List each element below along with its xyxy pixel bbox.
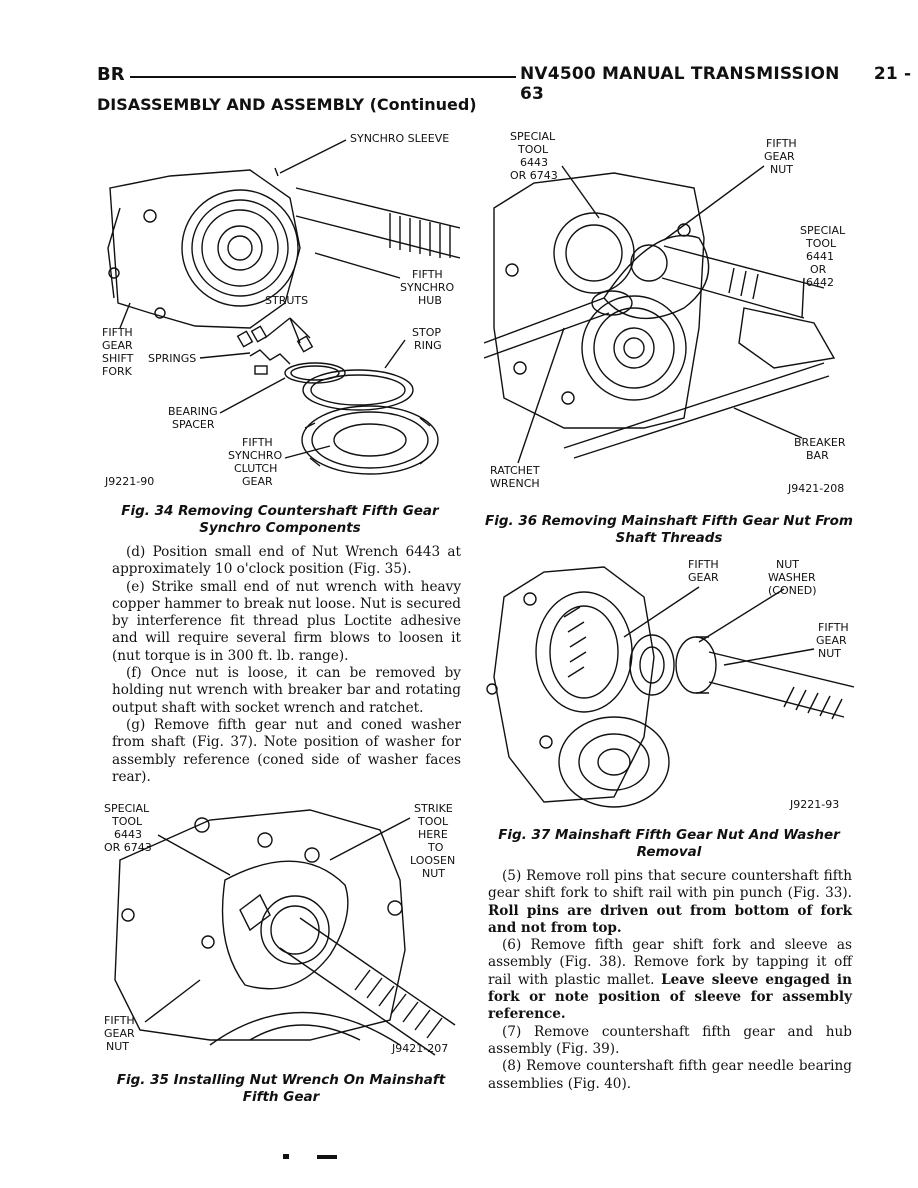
label-special-tool-1: SPECIAL: [510, 130, 556, 143]
header-rule: [130, 76, 516, 78]
figure-36-caption: Fig. 36 Removing Mainshaft Fifth Gear Nu…: [484, 513, 853, 546]
paragraph-e: (e) Strike small end of nut wrench with …: [112, 578, 461, 664]
label-special-tool-6441-5: 6442: [806, 276, 834, 289]
fig37-illustration: FIFTH GEAR NUT WASHER (CONED) FIFTH GEAR…: [486, 558, 854, 811]
label-fifth-gear-nut-2: GEAR: [816, 634, 847, 647]
fig34-labels: SYNCHRO SLEEVE FIFTH SYNCHRO HUB STRUTS …: [102, 132, 455, 488]
label-special-tool-2: TOOL: [111, 815, 143, 828]
figure-35: SPECIAL TOOL 6443 OR 6743 STRIKE TOOL HE…: [100, 800, 462, 1062]
label-clutch-gear-3: CLUTCH: [234, 462, 277, 475]
label-strike-1: STRIKE: [414, 802, 453, 815]
label-fifth-synchro-hub-2: SYNCHRO: [400, 281, 455, 294]
footer-mark: [283, 1154, 289, 1159]
label-ratchet-wrench-1: RATCHET: [490, 464, 540, 477]
header-section-code: BR: [97, 64, 125, 85]
paragraph-g: (g) Remove fifth gear nut and coned wash…: [112, 716, 461, 785]
figure-34: SYNCHRO SLEEVE FIFTH SYNCHRO HUB STRUTS …: [100, 128, 460, 498]
figure-36: SPECIAL TOOL 6443 OR 6743 FIFTH GEAR NUT…: [484, 128, 854, 498]
label-struts: STRUTS: [265, 294, 308, 307]
label-nut-washer-2: WASHER: [768, 571, 816, 584]
label-special-tool-6441-4: OR: [810, 263, 827, 276]
label-clutch-gear-4: GEAR: [242, 475, 273, 488]
fig34-illustration: SYNCHRO SLEEVE FIFTH SYNCHRO HUB STRUTS …: [102, 132, 460, 488]
right-column-text: (5) Remove roll pins that secure counter…: [488, 868, 852, 1093]
left-column-text: (d) Position small end of Nut Wrench 644…: [112, 544, 461, 786]
label-nut-washer-3: (CONED): [768, 584, 817, 597]
fig37-labels: FIFTH GEAR NUT WASHER (CONED) FIFTH GEAR…: [688, 558, 849, 811]
label-nut-1: FIFTH: [104, 1014, 135, 1027]
label-fifth-gear-nut-3: NUT: [770, 163, 793, 176]
figure-code: J9221-93: [789, 798, 839, 811]
paragraph-7: (7) Remove countershaft fifth gear and h…: [488, 1023, 852, 1057]
figure-37-caption: Fig. 37 Mainshaft Fifth Gear Nut And Was…: [498, 827, 840, 860]
label-fifth-gear-nut-3: NUT: [818, 647, 841, 660]
label-special-tool-6441-1: SPECIAL: [800, 224, 846, 237]
label-strike-5: LOOSEN: [410, 854, 455, 867]
label-fifth-gear-shift-fork-2: GEAR: [102, 339, 133, 352]
label-stop-ring-2: RING: [414, 339, 442, 352]
label-strike-4: TO: [427, 841, 444, 854]
paragraph-5-text: (5) Remove roll pins that secure counter…: [488, 868, 852, 902]
fig36-labels: SPECIAL TOOL 6443 OR 6743 FIFTH GEAR NUT…: [490, 130, 846, 495]
figure-code: J9421-208: [787, 482, 844, 495]
label-fifth-gear-nut-2: GEAR: [764, 150, 795, 163]
figure-34-caption: Fig. 34 Removing Countershaft Fifth Gear…: [121, 503, 439, 536]
label-special-tool-6441-2: TOOL: [805, 237, 837, 250]
label-ratchet-wrench-2: WRENCH: [490, 477, 540, 490]
paragraph-6-text: (6) Remove fifth gear shift fork and sle…: [488, 937, 852, 988]
paragraph-6-warning: Leave sleeve engaged in fork or note pos…: [488, 971, 852, 1023]
paragraph-6: (6) Remove fifth gear shift fork and sle…: [488, 937, 852, 1023]
figure-code: J9221-90: [104, 475, 154, 488]
label-strike-3: HERE: [418, 828, 448, 841]
label-fifth-synchro-hub-1: FIFTH: [412, 268, 443, 281]
paragraph-5: (5) Remove roll pins that secure counter…: [488, 868, 852, 937]
label-springs: SPRINGS: [148, 352, 196, 365]
label-clutch-gear-1: FIFTH: [242, 436, 273, 449]
label-fifth-gear-1: FIFTH: [688, 558, 719, 571]
paragraph-d: (d) Position small end of Nut Wrench 644…: [112, 544, 461, 578]
page-number: 21 - 63: [520, 64, 912, 104]
label-fifth-gear-2: GEAR: [688, 571, 719, 584]
label-special-tool-6441-3: 6441: [806, 250, 834, 263]
label-special-tool-1: SPECIAL: [104, 802, 150, 815]
label-fifth-gear-shift-fork-1: FIFTH: [102, 326, 133, 339]
section-title: DISASSEMBLY AND ASSEMBLY (Continued): [97, 95, 477, 114]
header-title-text: NV4500 MANUAL TRANSMISSION: [520, 64, 840, 84]
label-fifth-synchro-hub-3: HUB: [418, 294, 442, 307]
figure-37: FIFTH GEAR NUT WASHER (CONED) FIFTH GEAR…: [484, 557, 854, 815]
label-synchro-sleeve: SYNCHRO SLEEVE: [350, 132, 449, 145]
label-special-tool-2: TOOL: [517, 143, 549, 156]
label-bearing-spacer-2: SPACER: [172, 418, 215, 431]
fig35-illustration: SPECIAL TOOL 6443 OR 6743 STRIKE TOOL HE…: [104, 802, 456, 1056]
footer-mark: [317, 1155, 337, 1159]
label-fifth-gear-nut-1: FIFTH: [818, 621, 849, 634]
label-fifth-gear-nut-1: FIFTH: [766, 137, 797, 150]
label-strike-2: TOOL: [417, 815, 449, 828]
label-special-tool-3: 6443: [520, 156, 548, 169]
label-special-tool-4: OR 6743: [510, 169, 558, 182]
label-bearing-spacer-1: BEARING: [168, 405, 218, 418]
header-title: NV4500 MANUAL TRANSMISSION 21 - 63: [520, 64, 918, 104]
label-clutch-gear-2: SYNCHRO: [228, 449, 283, 462]
label-nut-3: NUT: [106, 1040, 129, 1053]
label-special-tool-4: OR 6743: [104, 841, 152, 854]
paragraph-f: (f) Once nut is loose, it can be removed…: [112, 665, 461, 716]
figure-35-caption: Fig. 35 Installing Nut Wrench On Mainsha…: [116, 1072, 446, 1105]
paragraph-5-warning: Roll pins are driven out from bottom of …: [488, 902, 852, 936]
fig36-illustration: SPECIAL TOOL 6443 OR 6743 FIFTH GEAR NUT…: [484, 130, 846, 495]
fig35-labels: SPECIAL TOOL 6443 OR 6743 STRIKE TOOL HE…: [104, 802, 455, 1055]
label-strike-6: NUT: [422, 867, 445, 880]
label-nut-2: GEAR: [104, 1027, 135, 1040]
figure-code: J9421-207: [391, 1042, 448, 1055]
label-special-tool-3: 6443: [114, 828, 142, 841]
label-stop-ring-1: STOP: [412, 326, 441, 339]
label-fifth-gear-shift-fork-3: SHIFT: [102, 352, 134, 365]
label-breaker-bar-1: BREAKER: [794, 436, 846, 449]
label-breaker-bar-2: BAR: [806, 449, 829, 462]
label-nut-washer-1: NUT: [776, 558, 799, 571]
paragraph-8: (8) Remove countershaft fifth gear needl…: [488, 1058, 852, 1092]
label-fifth-gear-shift-fork-4: FORK: [102, 365, 133, 378]
